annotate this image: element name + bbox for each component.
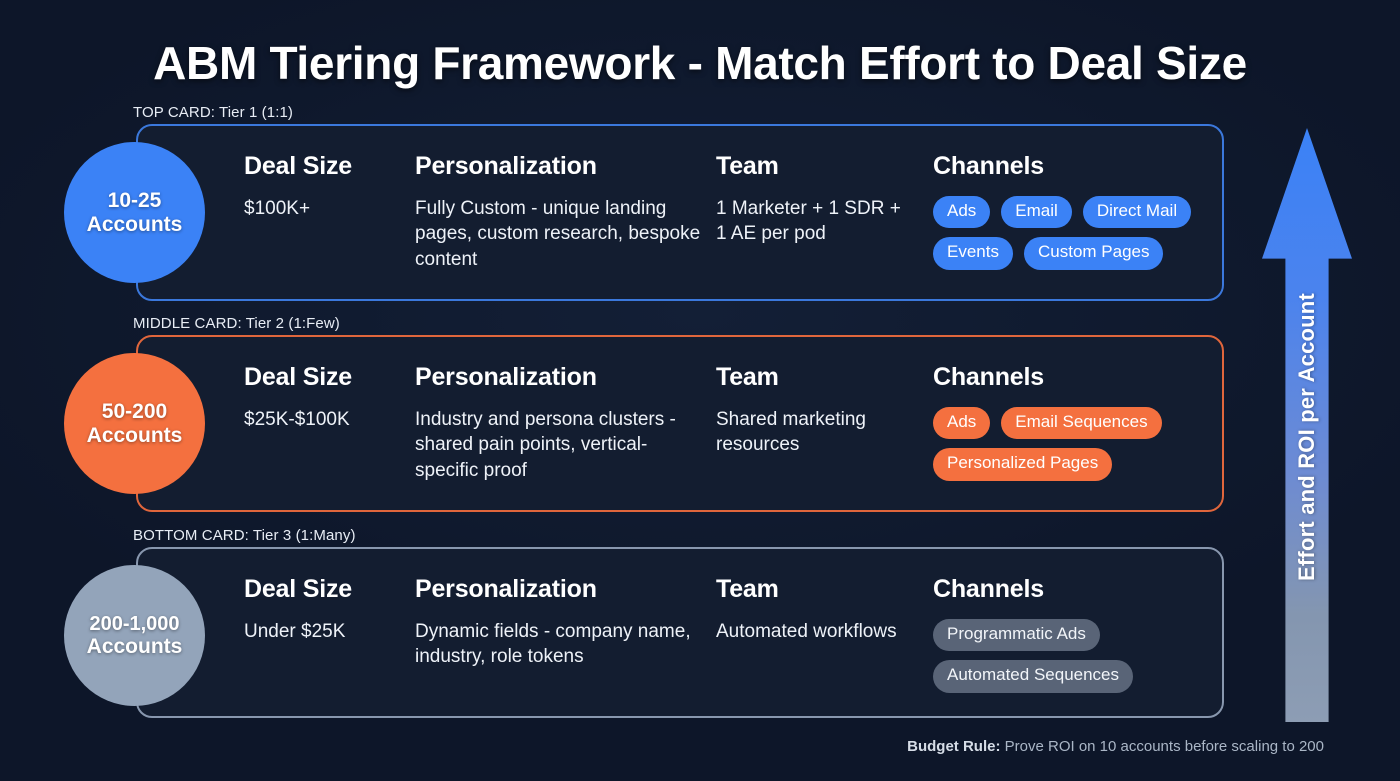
tier-card-3-columns: Deal Size Under $25K Personalization Dyn… [138, 549, 1222, 716]
tier-card-2-columns: Deal Size $25K-$100K Personalization Ind… [138, 337, 1222, 510]
column-deal-size-3: Deal Size Under $25K [244, 575, 404, 644]
column-personalization-2: Personalization Industry and persona clu… [415, 363, 705, 483]
tier-card-3[interactable]: Deal Size Under $25K Personalization Dyn… [136, 547, 1224, 718]
column-header-channels: Channels [933, 363, 1044, 391]
tier-account-unit-2: Accounts [86, 423, 183, 447]
channel-chip-list-3: Programmatic Ads Automated Sequences [933, 619, 1218, 693]
column-header-deal-size: Deal Size [244, 152, 352, 180]
column-team-1: Team 1 Marketer + 1 SDR + 1 AE per pod [716, 152, 916, 247]
channel-chip[interactable]: Ads [933, 196, 991, 229]
budget-rule-text: Prove ROI on 10 accounts before scaling … [1000, 738, 1324, 755]
tier-card-1-columns: Deal Size $100K+ Personalization Fully C… [138, 126, 1222, 299]
column-header-deal-size: Deal Size [244, 363, 352, 391]
tier-label-3: BOTTOM CARD: Tier 3 (1:Many) [133, 527, 356, 544]
personalization-value-2: Industry and persona clusters - shared p… [415, 409, 676, 481]
page-title: ABM Tiering Framework - Match Effort to … [153, 37, 1247, 89]
column-personalization-3: Personalization Dynamic fields - company… [415, 575, 705, 670]
column-deal-size-1: Deal Size $100K+ [244, 152, 404, 221]
channel-chip[interactable]: Email Sequences [1001, 407, 1162, 440]
effort-roi-arrow: Effort and ROI per Account [1262, 128, 1352, 722]
budget-rule-prefix: Budget Rule: [907, 738, 1001, 755]
tier-card-2[interactable]: Deal Size $25K-$100K Personalization Ind… [136, 335, 1224, 512]
personalization-value-3: Dynamic fields - company name, industry,… [415, 621, 691, 668]
tier-account-unit-1: Accounts [86, 212, 183, 236]
column-team-3: Team Automated workflows [716, 575, 916, 644]
team-value-1: 1 Marketer + 1 SDR + 1 AE per pod [716, 198, 901, 245]
channel-chip-list-1: Ads Email Direct Mail Events Custom Page… [933, 196, 1218, 270]
column-header-channels: Channels [933, 575, 1044, 603]
channel-chip[interactable]: Personalized Pages [933, 448, 1113, 481]
channel-chip-list-2: Ads Email Sequences Personalized Pages [933, 407, 1218, 481]
tier-account-count-3: 200-1,000 [89, 612, 180, 635]
arrow-label: Effort and ROI per Account [1294, 292, 1319, 581]
tier-label-2: MIDDLE CARD: Tier 2 (1:Few) [133, 315, 340, 332]
column-personalization-1: Personalization Fully Custom - unique la… [415, 152, 705, 272]
column-header-personalization: Personalization [415, 363, 597, 391]
column-header-team: Team [716, 152, 779, 180]
column-header-personalization: Personalization [415, 575, 597, 603]
column-header-deal-size: Deal Size [244, 575, 352, 603]
channel-chip[interactable]: Custom Pages [1023, 237, 1164, 270]
tier-card-1[interactable]: Deal Size $100K+ Personalization Fully C… [136, 124, 1224, 301]
column-channels-2: Channels Ads Email Sequences Personalize… [933, 363, 1218, 481]
channel-chip[interactable]: Automated Sequences [933, 660, 1134, 693]
column-header-team: Team [716, 575, 779, 603]
team-value-2: Shared marketing resources [716, 409, 866, 456]
channel-chip[interactable]: Ads [933, 407, 991, 440]
budget-rule-note: Budget Rule: Prove ROI on 10 accounts be… [907, 738, 1324, 755]
tier-circle-3[interactable]: 200-1,000 Accounts [64, 565, 205, 706]
channel-chip[interactable]: Events [933, 237, 1013, 270]
column-channels-1: Channels Ads Email Direct Mail Events Cu… [933, 152, 1218, 270]
tier-circle-2[interactable]: 50-200 Accounts [64, 353, 205, 494]
column-header-channels: Channels [933, 152, 1044, 180]
tier-account-unit-3: Accounts [86, 634, 183, 658]
personalization-value-1: Fully Custom - unique landing pages, cus… [415, 198, 701, 270]
tier-label-1: TOP CARD: Tier 1 (1:1) [133, 104, 294, 121]
channel-chip[interactable]: Programmatic Ads [933, 619, 1100, 652]
deal-size-value-3: Under $25K [244, 621, 346, 642]
deal-size-value-2: $25K-$100K [244, 409, 350, 430]
column-deal-size-2: Deal Size $25K-$100K [244, 363, 404, 432]
team-value-3: Automated workflows [716, 621, 897, 642]
tier-circle-1[interactable]: 10-25 Accounts [64, 142, 205, 283]
channel-chip[interactable]: Email [1001, 196, 1072, 229]
deal-size-value-1: $100K+ [244, 198, 311, 219]
column-channels-3: Channels Programmatic Ads Automated Sequ… [933, 575, 1218, 693]
column-header-personalization: Personalization [415, 152, 597, 180]
channel-chip[interactable]: Direct Mail [1082, 196, 1192, 229]
column-team-2: Team Shared marketing resources [716, 363, 916, 458]
tier-account-count-1: 10-25 [107, 188, 162, 212]
column-header-team: Team [716, 363, 779, 391]
tier-account-count-2: 50-200 [101, 399, 168, 423]
